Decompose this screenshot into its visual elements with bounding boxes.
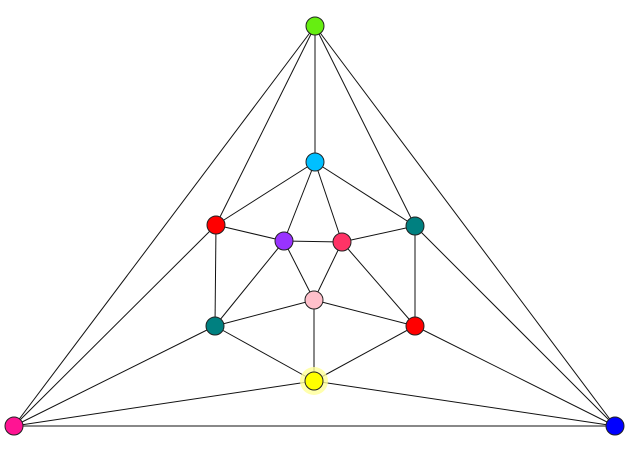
edge-inner-left-lower-left (214, 240, 285, 327)
edge-bottom-center-bottom-left (13, 380, 315, 427)
node-upper-center[interactable] (305, 152, 325, 172)
edge-upper-center-upper-left (215, 161, 316, 226)
edge-upper-right-bottom-right (414, 225, 616, 427)
edge-inner-left-inner-right (283, 240, 343, 243)
edge-top-bottom-left (13, 25, 316, 427)
edge-upper-center-upper-right (314, 161, 416, 227)
edge-lower-left-bottom-left (13, 325, 216, 427)
node-bottom-right[interactable] (605, 416, 625, 436)
edge-upper-right-inner-right (341, 225, 416, 243)
edge-inner-left-inner-bottom (283, 240, 315, 301)
edge-inner-right-inner-bottom (313, 241, 343, 301)
edge-top-upper-right (314, 25, 416, 227)
edge-upper-left-inner-left (215, 224, 285, 242)
nodes-layer (4, 16, 625, 436)
node-upper-right[interactable] (405, 216, 425, 236)
edge-lower-right-bottom-right (414, 325, 616, 427)
edge-upper-left-bottom-left (13, 224, 217, 427)
node-bottom-center[interactable] (304, 371, 324, 391)
edge-inner-bottom-lower-right (313, 299, 416, 327)
node-bottom-left[interactable] (4, 416, 24, 436)
edge-upper-left-lower-left (214, 224, 217, 327)
node-upper-left[interactable] (206, 215, 226, 235)
node-lower-right[interactable] (405, 316, 425, 336)
edge-upper-center-inner-left (283, 161, 316, 242)
edge-top-upper-left (215, 25, 316, 226)
node-inner-bottom[interactable] (304, 290, 324, 310)
node-inner-right[interactable] (332, 232, 352, 252)
edge-lower-right-bottom-center (313, 325, 416, 382)
edges-layer (13, 25, 616, 427)
node-top[interactable] (305, 16, 325, 36)
edge-top-bottom-right (314, 25, 616, 427)
edge-bottom-center-bottom-right (313, 380, 616, 427)
edge-upper-center-inner-right (314, 161, 343, 243)
edge-lower-left-bottom-center (214, 325, 315, 382)
edge-inner-bottom-lower-left (214, 299, 315, 327)
edge-inner-right-lower-right (341, 241, 416, 327)
node-inner-left[interactable] (274, 231, 294, 251)
node-lower-left[interactable] (205, 316, 225, 336)
